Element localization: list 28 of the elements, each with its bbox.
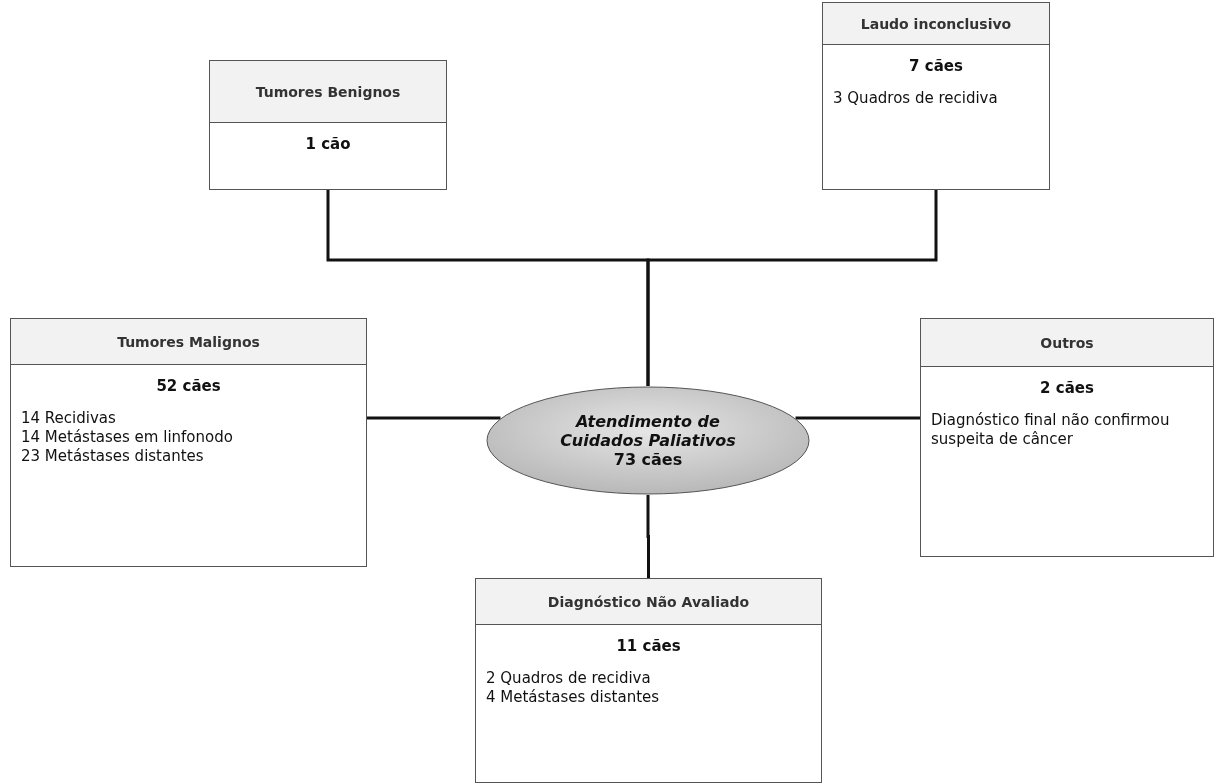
box-header: Tumores Malignos <box>11 319 366 365</box>
category-box <box>822 2 1050 190</box>
box-header: Outros <box>921 319 1213 367</box>
connector-line <box>646 495 650 578</box>
ellipse-count: 73 cães <box>613 450 683 469</box>
count-text: 7 cães <box>908 57 964 75</box>
detail-text: 23 Metástases distantes <box>20 447 205 466</box>
detail-text: 14 Recidivas <box>20 409 117 428</box>
count-text: 11 cães <box>615 637 682 655</box>
connector-line <box>367 416 501 420</box>
ellipse-title: Atendimento de Cuidados Paliativos <box>559 412 737 450</box>
detail-text: 4 Metástases distantes <box>485 688 661 707</box>
detail-text: 3 Quadros de recidiva <box>832 89 999 108</box>
category-box <box>10 318 367 567</box>
count-text: 2 cães <box>1039 379 1095 397</box>
category-box <box>209 60 447 190</box>
detail-text: 2 Quadros de recidiva <box>485 669 652 688</box>
category-box <box>920 318 1214 557</box>
count-text: 1 cão <box>304 135 352 153</box>
box-header: Laudo inconclusivo <box>823 3 1049 45</box>
category-box <box>475 578 822 783</box>
count-text: 52 cães <box>155 377 222 395</box>
box-header: Diagnóstico Não Avaliado <box>476 579 821 625</box>
connector-line <box>795 416 920 420</box>
detail-text: 14 Metástases em linfonodo <box>20 428 234 447</box>
connector-line <box>646 190 938 386</box>
box-header: Tumores Benignos <box>210 61 446 123</box>
detail-text: Diagnóstico final não confirmou suspeita de câncer <box>930 411 1171 449</box>
